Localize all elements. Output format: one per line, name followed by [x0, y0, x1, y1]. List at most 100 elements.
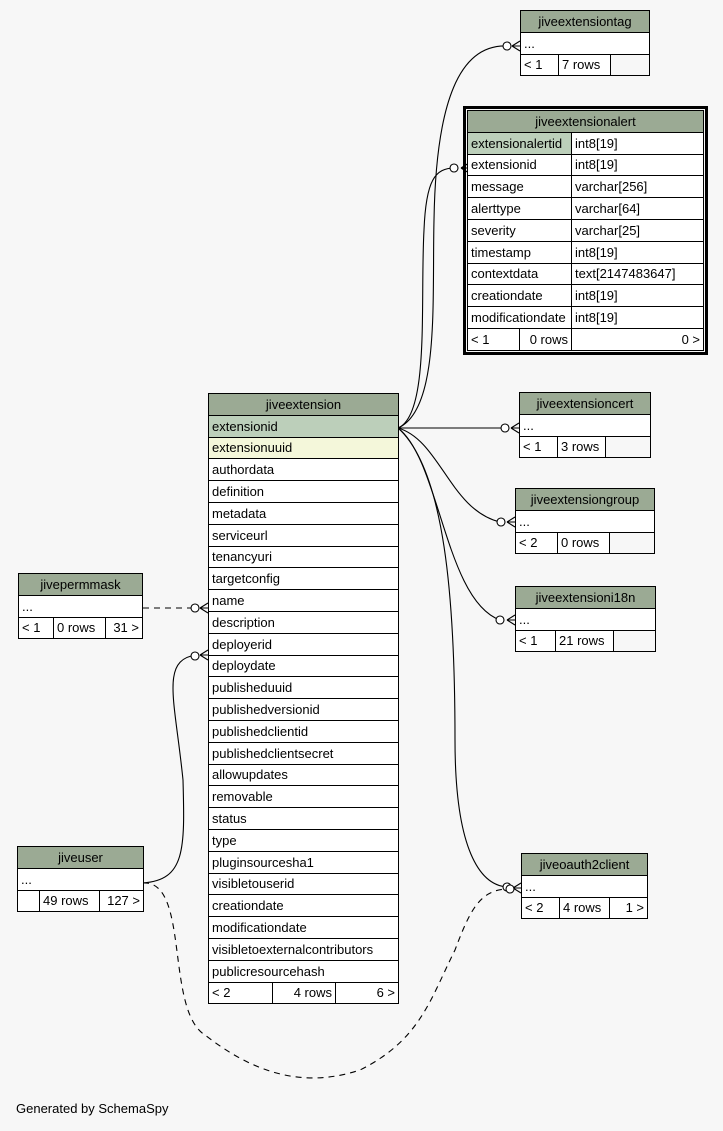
column-type: int8[19]	[571, 306, 704, 329]
table-jiveextension[interactable]: jiveextension extensionid extensionuuid …	[208, 393, 399, 1005]
column-name: publicresourcehash	[208, 959, 399, 983]
table-jiveextensiontag[interactable]: jiveextensiontag ... < 1 7 rows	[520, 10, 650, 77]
parents-count: < 2	[515, 531, 558, 555]
column-name: creationdate	[467, 284, 572, 308]
column-name: serviceurl	[208, 523, 399, 547]
table-title[interactable]: jiveextensiongroup	[515, 488, 655, 511]
column-type: int8[19]	[571, 131, 704, 155]
table-title[interactable]: jivepermmask	[18, 573, 143, 596]
column-type: text[2147483647]	[571, 262, 704, 286]
parents-count: < 2	[208, 981, 273, 1005]
edge-deployerid	[142, 654, 197, 884]
column-type: varchar[64]	[571, 197, 704, 220]
parents-count	[17, 889, 40, 913]
table-row: ...	[18, 594, 143, 618]
table-row: ...	[519, 413, 651, 437]
column-name: name	[208, 589, 399, 612]
table-jiveoauth2client[interactable]: jiveoauth2client ... < 2 4 rows 1 >	[521, 853, 648, 920]
column-name: extensionid	[208, 414, 399, 438]
column-type: int8[19]	[571, 240, 704, 264]
column-name: modificationdate	[208, 916, 399, 939]
column-name: extensionid	[467, 153, 572, 177]
table-row: ...	[520, 31, 650, 55]
column-name: alerttype	[467, 197, 572, 220]
column-name: publisheduuid	[208, 676, 399, 700]
column-name: tenancyuri	[208, 545, 399, 569]
table-jiveextensioncert[interactable]: jiveextensioncert ... < 1 3 rows	[519, 392, 651, 459]
column-name: deploydate	[208, 654, 399, 678]
table-row: ...	[17, 867, 144, 891]
children-count	[610, 53, 650, 77]
row-count: 0 rows	[557, 531, 610, 555]
table-title[interactable]: jiveextensiontag	[520, 10, 650, 33]
parents-count: < 2	[521, 896, 560, 920]
column-name: timestamp	[467, 240, 572, 264]
children-count: 1 >	[609, 896, 648, 920]
column-name: publishedversionid	[208, 698, 399, 721]
column-type: varchar[256]	[571, 175, 704, 199]
table-jivepermmask[interactable]: jivepermmask ... < 1 0 rows 31 >	[18, 573, 143, 640]
parents-count: < 1	[467, 327, 520, 351]
table-title[interactable]: jiveextension	[208, 393, 399, 416]
column-name: authordata	[208, 458, 399, 482]
row-count: 3 rows	[557, 435, 606, 459]
row-count: 4 rows	[272, 981, 336, 1005]
column-name: type	[208, 828, 399, 852]
row-count: 4 rows	[559, 896, 610, 920]
row-count: 21 rows	[555, 629, 614, 653]
column-name: publishedclientid	[208, 719, 399, 743]
parents-count: < 1	[519, 435, 558, 459]
children-count	[609, 531, 655, 555]
children-count	[613, 629, 656, 653]
edge-user-oauth2client	[142, 882, 508, 1079]
column-name: visibletoexternalcontributors	[208, 937, 399, 961]
column-name: allowupdates	[208, 763, 399, 787]
column-name: contextdata	[467, 262, 572, 286]
column-name: extensionalertid	[467, 131, 572, 155]
column-name: creationdate	[208, 894, 399, 918]
table-row: ...	[521, 874, 648, 898]
column-type: int8[19]	[571, 153, 704, 177]
column-name: definition	[208, 480, 399, 503]
column-name: extensionuuid	[208, 436, 399, 460]
children-count	[605, 435, 651, 459]
table-title[interactable]: jiveoauth2client	[521, 853, 648, 876]
edge-oauth2client	[397, 427, 508, 888]
edge-extensiongroup	[397, 427, 501, 523]
column-name: removable	[208, 785, 399, 809]
column-name: status	[208, 807, 399, 830]
table-title[interactable]: jiveextensioncert	[519, 392, 651, 415]
column-name: description	[208, 610, 399, 634]
parents-count: < 1	[520, 53, 559, 77]
table-row: ...	[515, 607, 656, 631]
children-count: 127 >	[99, 889, 144, 913]
parents-count: < 1	[18, 616, 54, 640]
table-row: ...	[515, 509, 655, 533]
column-name: publishedclientsecret	[208, 741, 399, 765]
row-count: 7 rows	[558, 53, 611, 77]
column-type: int8[19]	[571, 284, 704, 308]
table-title[interactable]: jiveextensionalert	[467, 110, 704, 133]
column-name: visibletouserid	[208, 872, 399, 896]
column-name: deployerid	[208, 632, 399, 656]
children-count: 0 >	[571, 327, 704, 351]
parents-count: < 1	[515, 629, 556, 653]
table-title[interactable]: jiveextensioni18n	[515, 586, 656, 609]
table-jiveextensiongroup[interactable]: jiveextensiongroup ... < 2 0 rows	[515, 488, 655, 555]
column-type: varchar[25]	[571, 218, 704, 242]
row-count: 0 rows	[519, 327, 572, 351]
row-count: 0 rows	[53, 616, 106, 640]
children-count: 6 >	[335, 981, 399, 1005]
column-name: targetconfig	[208, 567, 399, 591]
table-title[interactable]: jiveuser	[17, 846, 144, 869]
edge-extensiontag	[397, 45, 507, 429]
table-jiveuser[interactable]: jiveuser ... 49 rows 127 >	[17, 846, 144, 913]
column-name: message	[467, 175, 572, 199]
table-jiveextensioni18n[interactable]: jiveextensioni18n ... < 1 21 rows	[515, 586, 656, 653]
row-count: 49 rows	[39, 889, 100, 913]
children-count: 31 >	[105, 616, 143, 640]
column-name: modificationdate	[467, 306, 572, 329]
column-name: pluginsourcesha1	[208, 850, 399, 874]
